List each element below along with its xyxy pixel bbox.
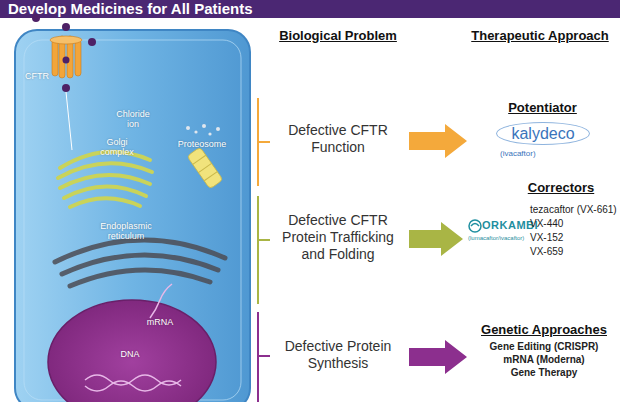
bracket: [258, 98, 270, 402]
approach-heading: Potentiator: [470, 100, 615, 116]
problem-text: Defective CFTR Function: [272, 122, 404, 160]
column-heading: Biological Problem: [268, 29, 408, 43]
block-arrow: [409, 340, 467, 374]
problem-text: Defective Protein Synthesis: [272, 338, 404, 376]
problem-text: Defective CFTR Protein Trafficking and F…: [272, 212, 404, 262]
approach-item: mRNA (Moderna): [470, 354, 618, 366]
approach-group: Potentiator kalydeco (ivacaftor): [470, 100, 615, 172]
ion-in-channel: [63, 57, 70, 64]
approach-group: Genetic ApproachesGene Editing (CRISPR)m…: [470, 322, 618, 384]
part-label: Chloride ion: [110, 110, 156, 130]
orkambi-mark: [469, 220, 481, 232]
drug-generic: (ivacaftor): [500, 149, 560, 159]
part-label: CFTR: [20, 72, 54, 82]
cftr-channel: [50, 36, 82, 78]
drug-logo: ORKAMBI: [482, 219, 538, 232]
approach-group: CorrectorsORKAMBI (lumacaftor/ivacaftor) t…: [466, 180, 620, 276]
part-label: Proteosome: [172, 140, 232, 150]
part-label: DNA: [110, 350, 150, 360]
block-arrow: [409, 222, 463, 256]
drug-logo: kalydeco: [496, 122, 590, 145]
header-band: [0, 0, 620, 18]
approach-item: Gene Editing (CRISPR): [470, 341, 618, 353]
drug-name: VX-152: [530, 232, 620, 244]
dna-strand: [85, 381, 181, 391]
drug-name: VX-659: [530, 246, 620, 258]
approach-item: Gene Therapy: [470, 367, 618, 379]
golgi-complex: [58, 152, 152, 207]
problem-text: Defective Protein Synthesis: [272, 338, 404, 372]
mrna-strand: [150, 284, 172, 318]
nucleus: [48, 300, 216, 402]
drug-name: tezacaftor (VX-661): [530, 204, 620, 216]
approach-heading: Correctors: [506, 180, 616, 196]
trafficking-line: [66, 92, 72, 150]
endoplasmic-reticulum: [55, 240, 225, 286]
drug-generic: (lumacaftor/ivacaftor): [468, 235, 538, 242]
drug-name: VX-440: [530, 218, 620, 230]
dna-strand: [85, 375, 181, 385]
part-label: mRNA: [140, 318, 180, 328]
vesicles: [186, 124, 220, 136]
approach-heading: Genetic Approaches: [470, 322, 618, 338]
problem-text: Defective CFTR Function: [272, 122, 404, 156]
block-arrow: [409, 124, 467, 158]
column-heading: Therapeutic Approach: [462, 29, 618, 43]
slide-title: Develop Medicines for All Patients: [8, 0, 253, 18]
part-label: Endoplasmic reticulum: [86, 222, 166, 242]
proteosome: [187, 147, 223, 189]
part-label: Golgi complex: [92, 138, 142, 158]
problem-text: Defective CFTR Protein Trafficking and F…: [272, 212, 404, 266]
